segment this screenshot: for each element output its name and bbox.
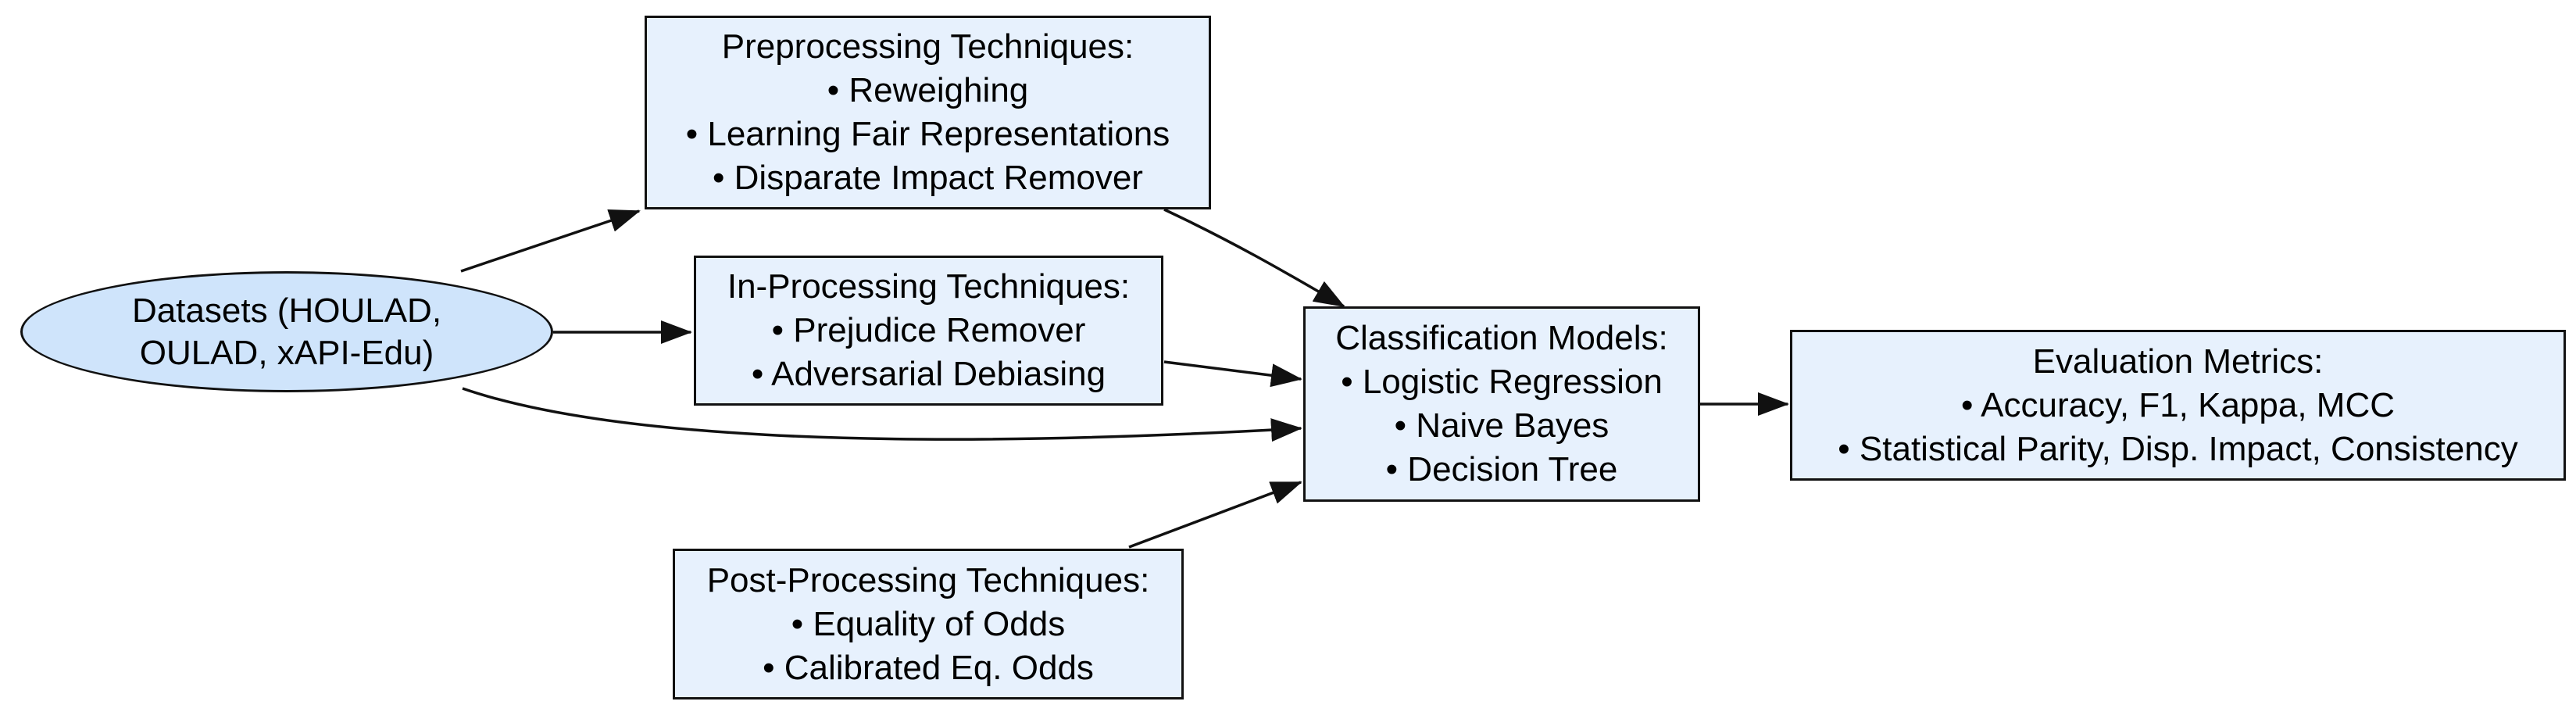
inprocessing-title: In-Processing Techniques: xyxy=(727,267,1131,306)
edge-inprocessing-to-classification xyxy=(1163,360,1302,388)
postprocessing-title: Post-Processing Techniques: xyxy=(706,560,1150,599)
datasets-line-1: Datasets (HOULAD, xyxy=(131,291,442,330)
classification-item: • Logistic Regression xyxy=(1341,363,1663,401)
evaluation-item: • Accuracy, F1, Kappa, MCC xyxy=(1960,385,2395,424)
edge-datasets-to-classification xyxy=(462,387,1302,442)
inprocessing-item: • Prejudice Remover xyxy=(771,311,1086,349)
preprocessing-title: Preprocessing Techniques: xyxy=(721,27,1134,66)
edge-datasets-to-preprocessing xyxy=(460,209,641,273)
evaluation-item: • Statistical Parity, Disp. Impact, Cons… xyxy=(1838,429,2518,468)
postprocessing-item: • Equality of Odds xyxy=(791,604,1066,643)
preprocessing-item: • Reweighing xyxy=(827,71,1029,109)
postprocessing-node: Post-Processing Techniques: • Equality o… xyxy=(673,549,1184,699)
datasets-node: Datasets (HOULAD, OULAD, xAPI-Edu) xyxy=(20,271,553,392)
classification-node: Classification Models: • Logistic Regres… xyxy=(1303,306,1700,502)
inprocessing-node: In-Processing Techniques: • Prejudice Re… xyxy=(694,256,1163,406)
postprocessing-item: • Calibrated Eq. Odds xyxy=(763,648,1094,687)
evaluation-title: Evaluation Metrics: xyxy=(2032,342,2324,381)
inprocessing-item: • Adversarial Debiasing xyxy=(751,355,1106,393)
edge-preprocessing-to-classification xyxy=(1163,208,1345,308)
classification-item: • Decision Tree xyxy=(1385,450,1618,488)
evaluation-node: Evaluation Metrics: • Accuracy, F1, Kapp… xyxy=(1790,330,2566,481)
preprocessing-item: • Disparate Impact Remover xyxy=(713,159,1143,197)
preprocessing-item: • Learning Fair Representations xyxy=(685,115,1170,153)
preprocessing-node: Preprocessing Techniques: • Reweighing •… xyxy=(645,16,1211,209)
edge-postprocessing-to-classification xyxy=(1128,481,1302,549)
classification-title: Classification Models: xyxy=(1335,319,1668,357)
classification-item: • Naive Bayes xyxy=(1394,406,1610,445)
datasets-line-2: OULAD, xAPI-Edu) xyxy=(139,333,434,372)
